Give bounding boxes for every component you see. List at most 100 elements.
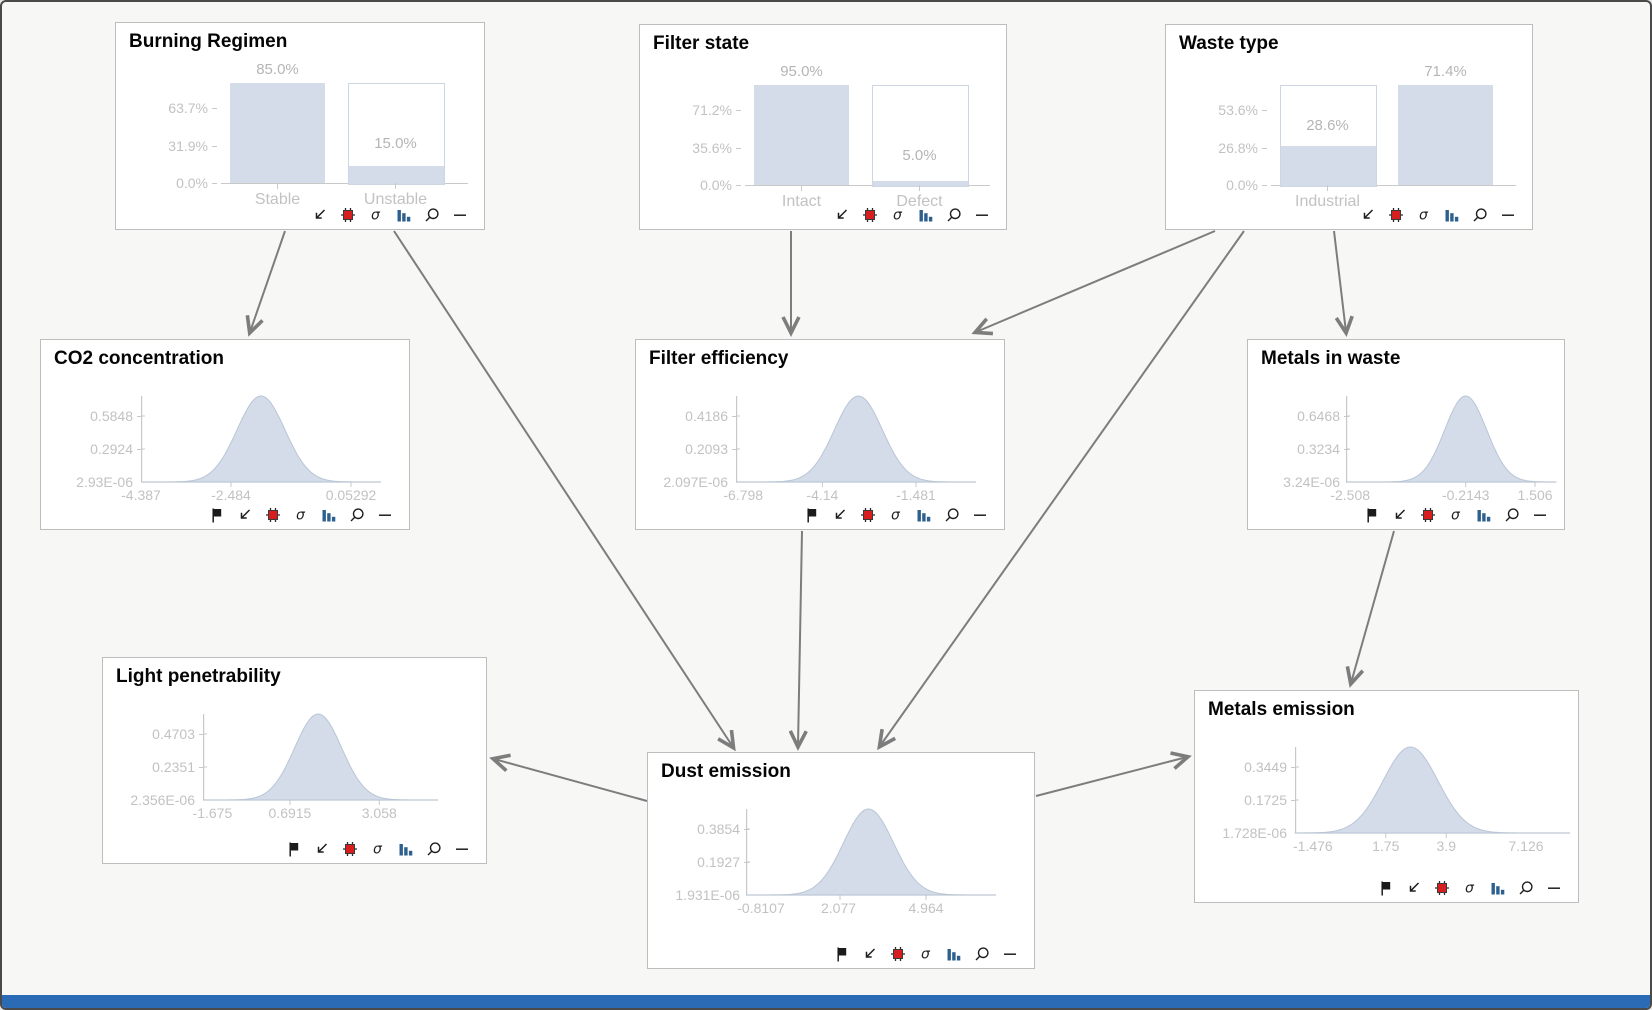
- evidence-target-icon[interactable]: [1434, 880, 1450, 896]
- evidence-target-icon[interactable]: [890, 946, 906, 962]
- magnifier-icon[interactable]: [1518, 880, 1534, 896]
- x-axis: [745, 185, 990, 186]
- minimize-icon[interactable]: [972, 507, 988, 523]
- node-metals-emission[interactable]: Metals emission 0.3449 0.1725 1.728E-06 …: [1194, 690, 1579, 903]
- minimize-icon[interactable]: [454, 841, 470, 857]
- edge-metals_in_waste-to-metals_emission[interactable]: [1345, 530, 1395, 688]
- minimize-icon[interactable]: [1532, 507, 1548, 523]
- bar-chart-icon[interactable]: [1444, 207, 1460, 223]
- magnifier-icon[interactable]: [349, 507, 365, 523]
- bar-value: 71.4%: [1424, 63, 1467, 80]
- edge-dust_emission-to-metals_emission[interactable]: [1035, 751, 1192, 797]
- node-filter-state[interactable]: Filter state 71.2% 35.6% 0.0% 95.0% 5.0%…: [639, 24, 1007, 230]
- bar-chart-icon[interactable]: [916, 507, 932, 523]
- sigma-icon[interactable]: [368, 207, 384, 223]
- bottom-blue-bar: [2, 995, 1650, 1008]
- resize-arrow-icon[interactable]: [862, 946, 878, 962]
- sigma-icon[interactable]: [1462, 880, 1478, 896]
- magnifier-icon[interactable]: [946, 207, 962, 223]
- resize-arrow-icon[interactable]: [832, 507, 848, 523]
- sigma-icon[interactable]: [1448, 507, 1464, 523]
- sigma-icon[interactable]: [1416, 207, 1432, 223]
- bar-chart-icon[interactable]: [396, 207, 412, 223]
- y-tick-label: 2.097E-06: [663, 474, 728, 490]
- minimize-icon[interactable]: [377, 507, 393, 523]
- y-tick-label: 53.6%: [1218, 102, 1258, 118]
- sigma-icon[interactable]: [890, 207, 906, 223]
- edge-filter_efficiency-to-dust_emission[interactable]: [788, 530, 808, 752]
- node-filter-efficiency[interactable]: Filter efficiency 0.4186 0.2093 2.097E-0…: [635, 339, 1005, 530]
- edge-burning_regimen-to-dust_emission[interactable]: [393, 230, 736, 752]
- y-tick-label: 0.4703: [152, 726, 195, 742]
- bar-chart-icon[interactable]: [918, 207, 934, 223]
- bar-chart-icon[interactable]: [946, 946, 962, 962]
- sigma-icon[interactable]: [293, 507, 309, 523]
- bar-chart-icon[interactable]: [321, 507, 337, 523]
- minimize-icon[interactable]: [974, 207, 990, 223]
- evidence-target-icon[interactable]: [342, 841, 358, 857]
- edge-waste_type-to-dust_emission[interactable]: [877, 230, 1245, 751]
- bar-chart-icon[interactable]: [398, 841, 414, 857]
- x-tick-label: 7.126: [1508, 838, 1544, 854]
- resize-arrow-icon[interactable]: [1406, 880, 1422, 896]
- minimize-icon[interactable]: [1002, 946, 1018, 962]
- edge-dust_emission-to-light_penetrability[interactable]: [489, 753, 648, 802]
- resize-arrow-icon[interactable]: [312, 207, 328, 223]
- node-toolbar: [1364, 507, 1548, 523]
- flag-icon[interactable]: [804, 507, 820, 523]
- bar-state-defect[interactable]: [872, 85, 969, 187]
- y-tick-label: 3.24E-06: [1283, 474, 1340, 490]
- flag-icon[interactable]: [1378, 880, 1394, 896]
- minimize-icon[interactable]: [1546, 880, 1562, 896]
- magnifier-icon[interactable]: [1504, 507, 1520, 523]
- magnifier-icon[interactable]: [426, 841, 442, 857]
- minimize-icon[interactable]: [1500, 207, 1516, 223]
- evidence-target-icon[interactable]: [860, 507, 876, 523]
- evidence-target-icon[interactable]: [340, 207, 356, 223]
- state-label: Stable: [254, 191, 301, 208]
- resize-arrow-icon[interactable]: [834, 207, 850, 223]
- bar-chart-icon[interactable]: [1490, 880, 1506, 896]
- flag-icon[interactable]: [209, 507, 225, 523]
- flag-icon[interactable]: [286, 841, 302, 857]
- minimize-icon[interactable]: [452, 207, 468, 223]
- bar-state-second[interactable]: [1398, 85, 1493, 185]
- node-metals-in-waste[interactable]: Metals in waste 0.6468 0.3234 3.24E-06 -…: [1247, 339, 1565, 530]
- bar-state-intact[interactable]: [754, 85, 849, 185]
- probability-bar-chart: 71.2% 35.6% 0.0% 95.0% 5.0% Intact Defec…: [640, 25, 1006, 229]
- resize-arrow-icon[interactable]: [314, 841, 330, 857]
- resize-arrow-icon[interactable]: [237, 507, 253, 523]
- node-dust-emission[interactable]: Dust emission 0.3854 0.1927 1.931E-06 -0…: [647, 752, 1035, 969]
- magnifier-icon[interactable]: [1472, 207, 1488, 223]
- resize-arrow-icon[interactable]: [1392, 507, 1408, 523]
- y-tick-label: 2.356E-06: [130, 792, 195, 808]
- magnifier-icon[interactable]: [974, 946, 990, 962]
- node-light-penetrability[interactable]: Light penetrability 0.4703 0.2351 2.356E…: [102, 657, 487, 864]
- node-waste-type[interactable]: Waste type 53.6% 26.8% 0.0% 28.6% 71.4% …: [1165, 24, 1533, 230]
- flag-icon[interactable]: [834, 946, 850, 962]
- magnifier-icon[interactable]: [424, 207, 440, 223]
- flag-icon[interactable]: [1364, 507, 1380, 523]
- x-tick-label: -2.508: [1330, 487, 1371, 503]
- bar-state-stable[interactable]: [230, 83, 325, 183]
- y-tick-label: 0.4186: [685, 408, 728, 424]
- node-burning-regimen[interactable]: Burning Regimen 63.7% 31.9% 0.0% 85.0% 1…: [115, 22, 485, 230]
- bar-chart-icon[interactable]: [1476, 507, 1492, 523]
- sigma-icon[interactable]: [888, 507, 904, 523]
- magnifier-icon[interactable]: [944, 507, 960, 523]
- evidence-target-icon[interactable]: [1420, 507, 1436, 523]
- evidence-target-icon[interactable]: [862, 207, 878, 223]
- bar-state-unstable[interactable]: [348, 83, 445, 185]
- evidence-target-icon[interactable]: [1388, 207, 1404, 223]
- sigma-icon[interactable]: [918, 946, 934, 962]
- evidence-target-icon[interactable]: [265, 507, 281, 523]
- sigma-icon[interactable]: [370, 841, 386, 857]
- bar-state-industrial[interactable]: [1280, 85, 1377, 187]
- resize-arrow-icon[interactable]: [1360, 207, 1376, 223]
- edge-waste_type-to-metals_in_waste[interactable]: [1333, 230, 1354, 337]
- edge-burning_regimen-to-co2_concentration[interactable]: [245, 230, 286, 337]
- node-co2-concentration[interactable]: CO2 concentration 0.5848 0.2924 2.93E-06…: [40, 339, 410, 530]
- edge-waste_type-to-filter_efficiency[interactable]: [971, 230, 1216, 336]
